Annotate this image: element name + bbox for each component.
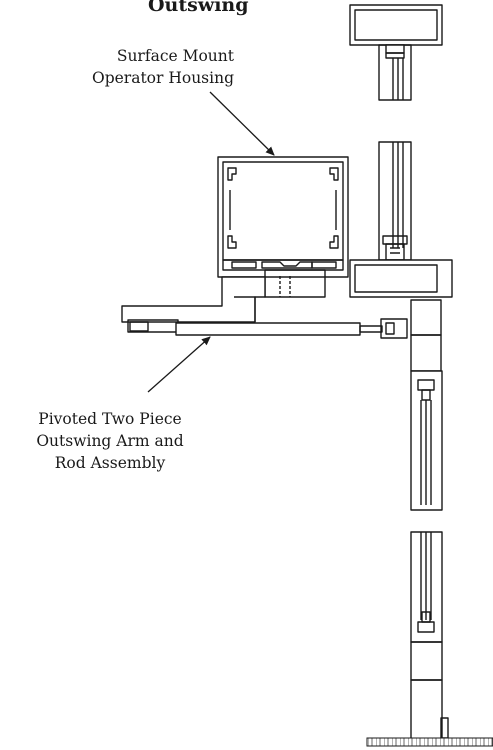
housing-label-line-1: Surface Mount <box>116 47 234 65</box>
housing-label-line-2: Operator Housing <box>92 69 234 87</box>
arm-callout-label: Pivoted Two Piece Outswing Arm and Rod A… <box>5 408 215 474</box>
top-header-profile <box>349 4 443 46</box>
arm-label-line-1: Pivoted Two Piece <box>38 410 182 428</box>
housing-callout-label: Surface Mount Operator Housing <box>34 45 234 89</box>
floor-hatch <box>366 737 493 747</box>
diagram-title: Outswing <box>148 0 249 16</box>
arm-label-line-2: Outswing Arm and <box>36 432 184 450</box>
upper-frame-glazing <box>378 141 412 261</box>
door-leaf-frame <box>410 299 443 511</box>
upper-frame-top <box>378 44 412 101</box>
operator-housing <box>217 156 349 298</box>
arm-label-line-3: Rod Assembly <box>54 454 166 472</box>
door-leaf-lower <box>410 531 449 741</box>
rod <box>175 318 408 339</box>
lower-header-profile <box>349 259 453 298</box>
arm-callout-arrow <box>147 336 211 393</box>
housing-callout-arrow <box>209 91 275 156</box>
